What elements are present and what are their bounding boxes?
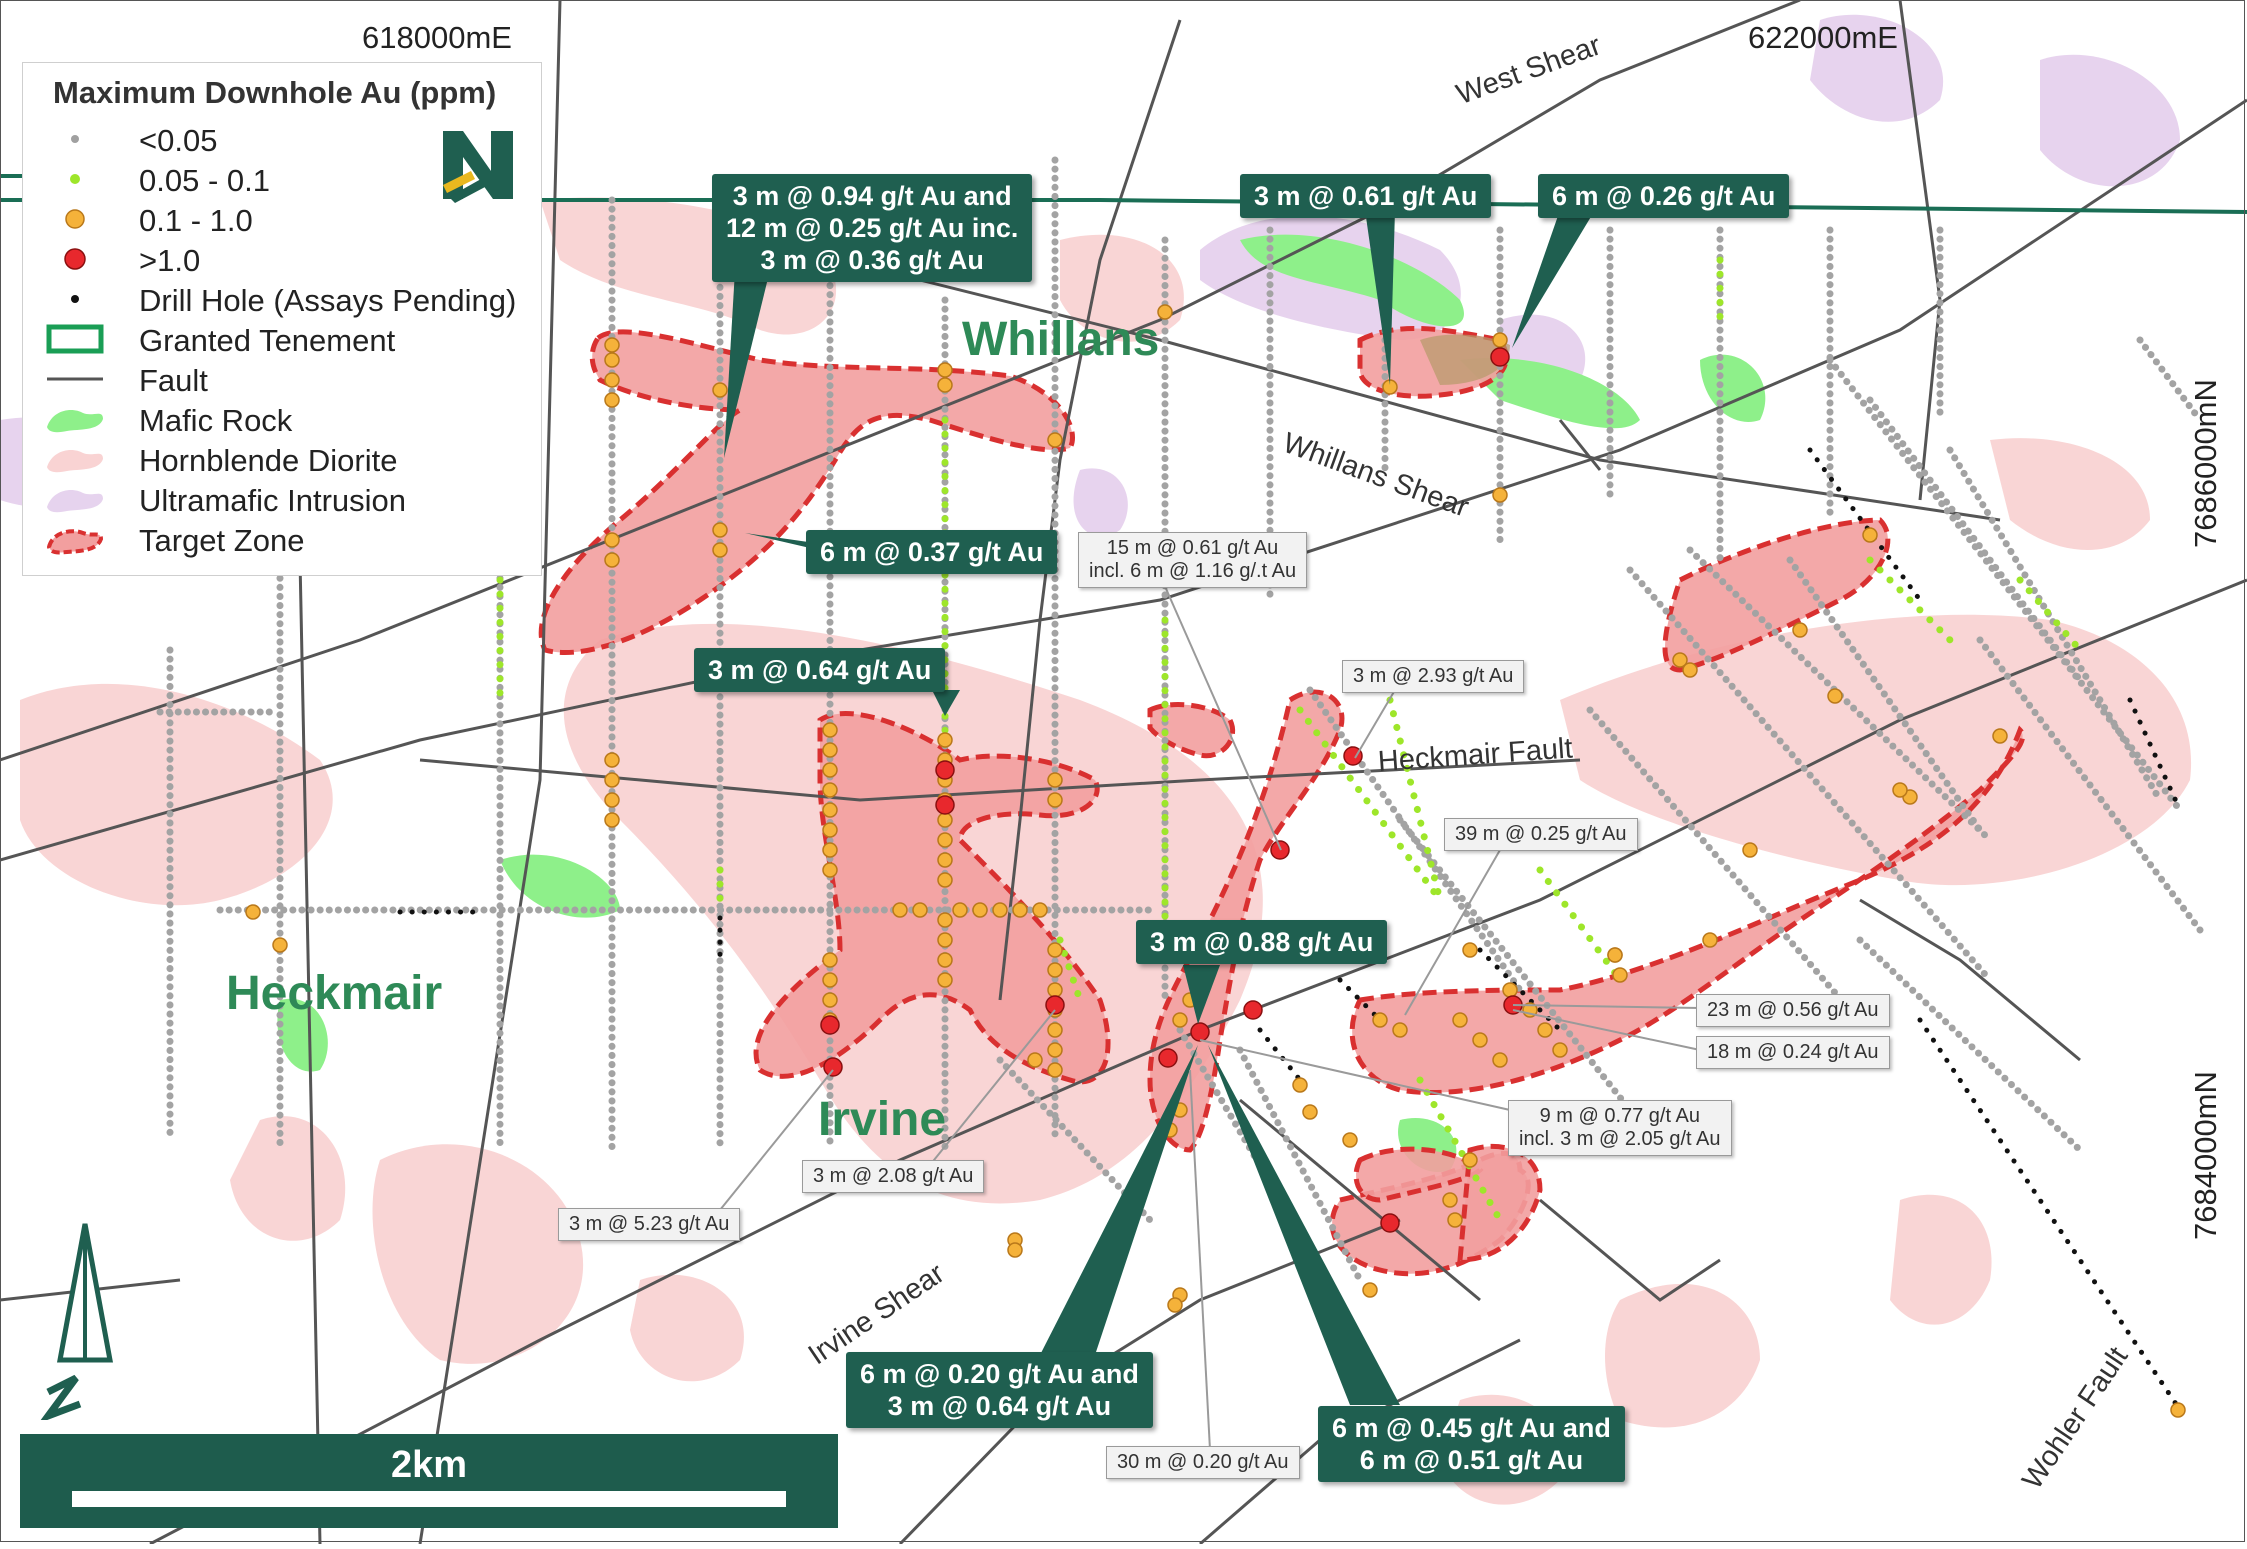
callout-light-061-116: 15 m @ 0.61 g/t Au incl. 6 m @ 1.16 g/.t… [1078, 532, 1308, 588]
northing-label-7686000: 7686000mN [2188, 379, 2223, 548]
legend-item-01-10: 0.1 - 1.0 [23, 199, 541, 239]
callout-whillans-026: 6 m @ 0.26 g/t Au [1538, 174, 1790, 218]
legend-item-fault: Fault [47, 363, 208, 398]
legend: Maximum Downhole Au (ppm) <0.05 0.05 - 0… [22, 62, 542, 576]
callout-whillans-061: 3 m @ 0.61 g/t Au [1240, 174, 1492, 218]
legend-item-lt005: <0.05 [23, 119, 541, 159]
legend-item-tenement: Granted Tenement [23, 319, 541, 359]
legend-item-005-01: 0.05 - 0.1 [23, 159, 541, 199]
legend-item-gt10: >1.0 [23, 239, 541, 279]
pending-holes [397, 447, 2183, 1413]
northing-label-7684000: 7684000mN [2188, 1071, 2223, 1240]
scale-bar: 2km [20, 1434, 838, 1528]
callout-088: 3 m @ 0.88 g/t Au [1136, 920, 1388, 964]
callout-045-051: 6 m @ 0.45 g/t Au and 6 m @ 0.51 g/t Au [1318, 1406, 1625, 1482]
company-logo-icon [441, 127, 515, 203]
legend-title: Maximum Downhole Au (ppm) [53, 75, 497, 110]
callout-020-064: 6 m @ 0.20 g/t Au and 3 m @ 0.64 g/t Au [846, 1352, 1153, 1428]
legend-item-pending: Drill Hole (Assays Pending) [23, 279, 541, 319]
north-arrow-icon [40, 1223, 114, 1420]
mafic-rock-layer [277, 234, 1766, 1172]
scale-label: 2km [390, 1444, 468, 1486]
callout-light-523: 3 m @ 5.23 g/t Au [558, 1208, 741, 1241]
callout-064: 3 m @ 0.64 g/t Au [694, 648, 946, 692]
callout-pointers [724, 210, 1595, 1405]
legend-item-ultramafic: Ultramafic Intrusion [23, 479, 541, 519]
callout-whillans-west: 3 m @ 0.94 g/t Au and 12 m @ 0.25 g/t Au… [712, 174, 1033, 282]
callout-light-025: 39 m @ 0.25 g/t Au [1444, 818, 1638, 851]
legend-item-mafic: Mafic Rock [23, 399, 541, 439]
legend-item-target: Target Zone [23, 519, 541, 559]
legend-item-diorite: Hornblende Diorite [23, 439, 541, 479]
easting-label-622000: 622000mE [1748, 20, 1898, 55]
orange-samples [245, 304, 2186, 1418]
callout-light-077-205: 9 m @ 0.77 g/t Au incl. 3 m @ 2.05 g/t A… [1508, 1100, 1732, 1156]
easting-label-618000: 618000mE [362, 20, 512, 55]
callout-light-020: 30 m @ 0.20 g/t Au [1106, 1446, 1300, 1479]
callout-light-293: 3 m @ 2.93 g/t Au [1342, 660, 1525, 693]
callout-light-024: 18 m @ 0.24 g/t Au [1696, 1036, 1890, 1069]
callout-light-056: 23 m @ 0.56 g/t Au [1696, 994, 1890, 1027]
callout-037: 6 m @ 0.37 g/t Au [806, 530, 1058, 574]
callout-leaders-light [719, 574, 1701, 1451]
place-irvine: Irvine [818, 1093, 947, 1146]
callout-light-208: 3 m @ 2.08 g/t Au [802, 1160, 985, 1193]
place-heckmair: Heckmair [226, 967, 443, 1020]
place-whillans: Whillans [962, 313, 1160, 366]
overlap-zone [1420, 334, 1510, 385]
scale-line [72, 1491, 786, 1507]
